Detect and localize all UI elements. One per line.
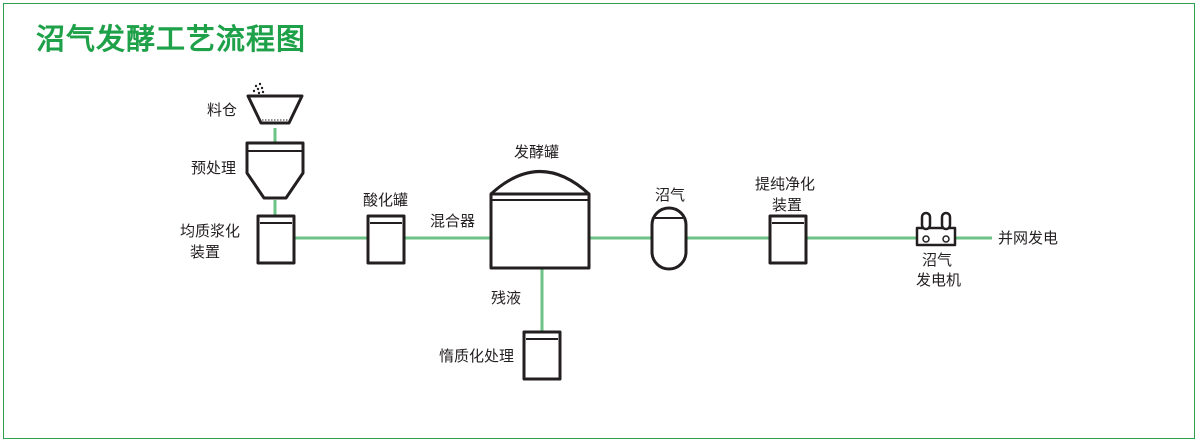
label-grid: 并网发电 [998,229,1058,247]
label-purifier-line2: 装置 [772,196,802,214]
label-homogenizer-line2: 装置 [190,243,220,261]
label-purifier-line1: 提纯净化 [755,175,815,193]
biogas-holder-icon [650,206,688,271]
purifier-icon [768,214,808,265]
label-biogas: 沼气 [655,186,685,204]
label-residue: 残液 [491,289,521,307]
page-title: 沼气发酵工艺流程图 [36,22,307,56]
generator-icon [915,211,957,247]
label-inert-treatment: 惰质化处理 [439,347,514,365]
label-homogenizer-line1: 均质浆化 [180,222,240,240]
label-mixer: 混合器 [430,212,475,230]
inert-treatment-icon [522,330,562,381]
acidification-tank-icon [366,214,406,265]
digester-icon [489,170,591,270]
equipment [245,82,957,381]
label-pretreatment: 预处理 [191,159,236,177]
homogenizer-icon [256,214,296,265]
label-generator-line1: 沼气 [922,251,952,269]
label-generator-line2: 发电机 [916,271,961,289]
hopper-icon [246,82,304,125]
diagram-frame [3,3,1195,439]
label-hopper: 料仓 [207,101,237,119]
material-particles [252,82,265,95]
pretreatment-icon [245,141,305,200]
label-digester: 发酵罐 [514,143,559,161]
pipes [273,128,992,332]
label-acidification-tank: 酸化罐 [363,191,408,209]
labels: 料仓 预处理 均质浆化 装置 酸化罐 混合器 发酵罐 残液 惰质化处理 沼气 提… [180,101,1058,365]
